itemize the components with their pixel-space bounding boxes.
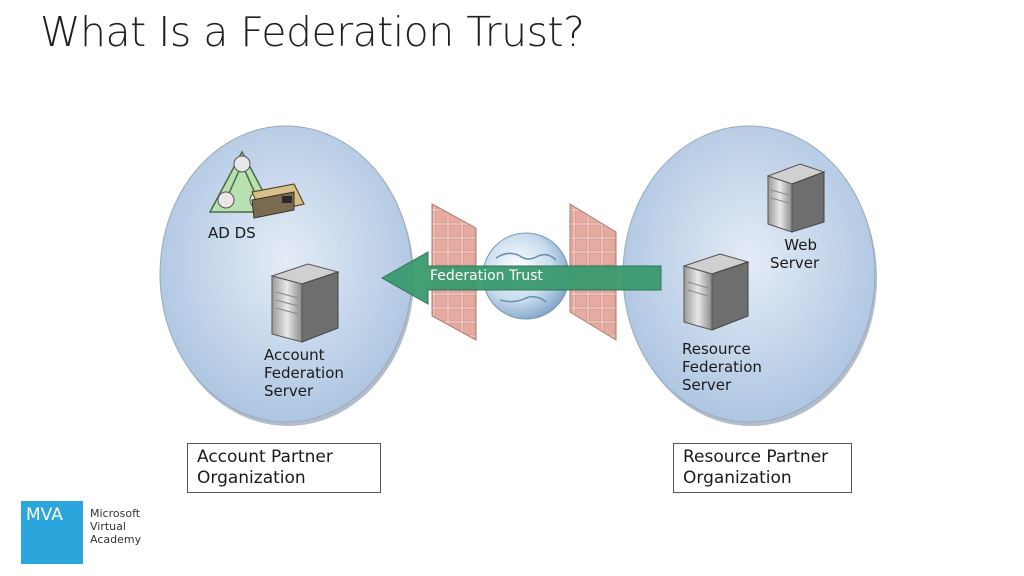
federation-trust-arrow bbox=[380, 251, 662, 305]
label-line: Server bbox=[264, 382, 314, 400]
resource-federation-server-label: Resource Federation Server bbox=[682, 340, 762, 394]
web-server-label: Web Server bbox=[770, 236, 820, 272]
account-federation-server-label: Account Federation Server bbox=[264, 346, 344, 400]
logo-line: Virtual bbox=[90, 520, 126, 533]
mva-logo-tile: MVA bbox=[21, 501, 83, 564]
mva-logo-text: Microsoft Virtual Academy bbox=[90, 507, 141, 546]
label-line: Federation bbox=[264, 364, 344, 382]
label-line: Web bbox=[784, 236, 817, 254]
box-line: Account Partner bbox=[197, 447, 333, 467]
logo-line: Academy bbox=[90, 533, 142, 546]
label-line: Server bbox=[682, 376, 732, 394]
label-line: Federation bbox=[682, 358, 762, 376]
logo-line: Microsoft bbox=[90, 507, 141, 520]
slide-title: What Is a Federation Trust? bbox=[40, 8, 585, 56]
box-line: Organization bbox=[683, 468, 792, 488]
federation-trust-label: Federation Trust bbox=[430, 268, 543, 284]
resource-federation-server-icon bbox=[682, 253, 750, 331]
account-federation-server-icon bbox=[270, 263, 340, 343]
web-server-icon bbox=[766, 163, 826, 233]
box-line: Resource Partner bbox=[683, 447, 829, 467]
label-line: Server bbox=[770, 254, 820, 272]
account-partner-box: Account Partner Organization bbox=[187, 443, 381, 493]
box-line: Organization bbox=[197, 468, 306, 488]
ad-ds-label: AD DS bbox=[208, 224, 256, 242]
label-line: Resource bbox=[682, 340, 751, 358]
label-line: Account bbox=[264, 346, 325, 364]
resource-partner-box: Resource Partner Organization bbox=[673, 443, 852, 493]
ad-ds-icon bbox=[208, 150, 305, 219]
